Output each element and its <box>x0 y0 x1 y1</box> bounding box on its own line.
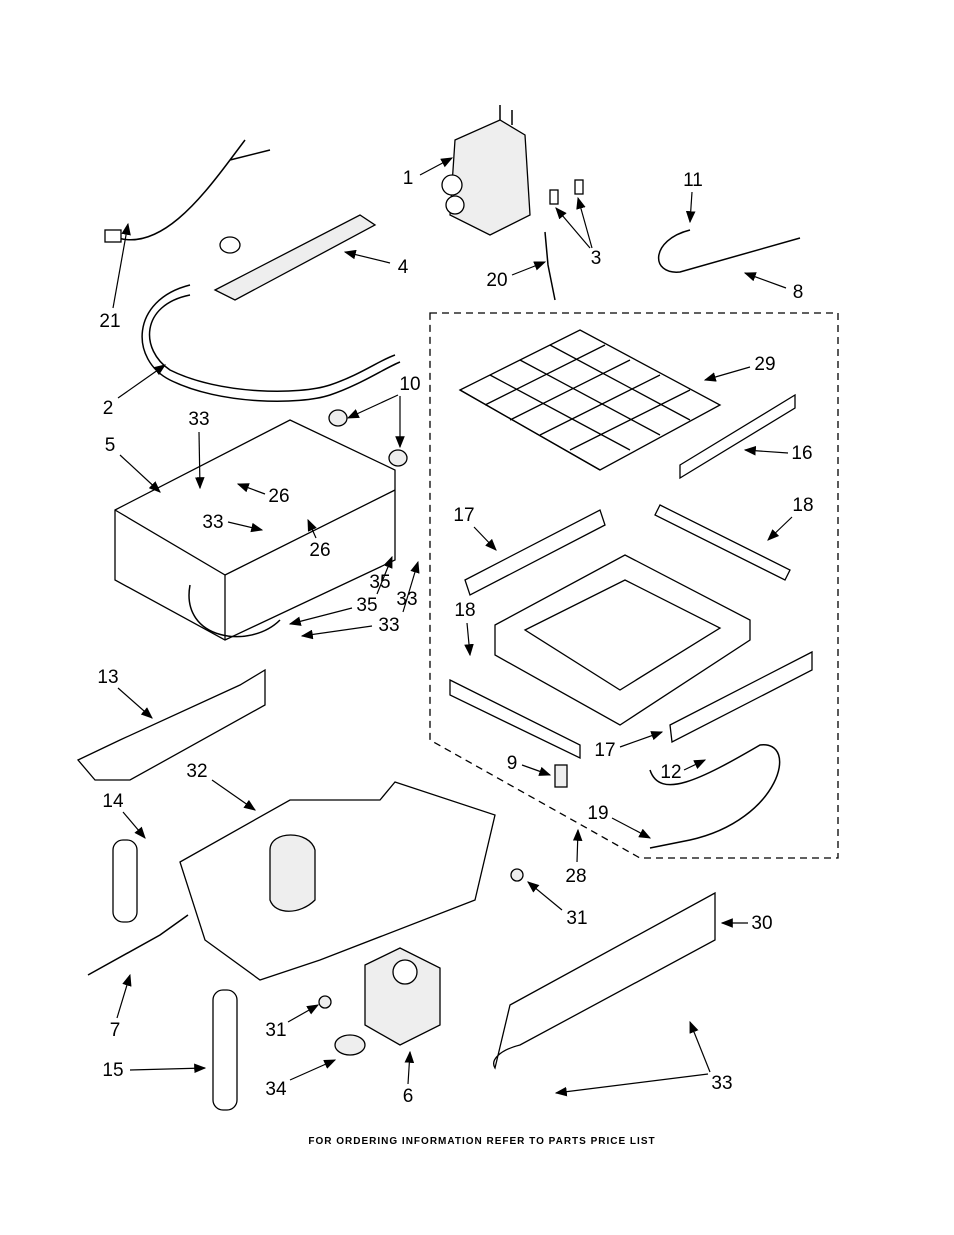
part-screw-31 <box>510 868 524 882</box>
part-rail-18-upper <box>654 504 791 581</box>
callout-9: 9 <box>507 753 518 774</box>
callout-2: 2 <box>103 398 114 419</box>
callout-14: 14 <box>102 791 124 812</box>
callout-32: 32 <box>186 761 207 782</box>
part-chute-13 <box>76 668 266 781</box>
callout-33: 33 <box>378 615 399 636</box>
callout-5: 5 <box>105 435 116 456</box>
part-thermistor-11-8 <box>657 229 801 273</box>
part-tube-20 <box>544 231 556 301</box>
part-duct-2 <box>148 294 396 392</box>
callout-33: 33 <box>202 512 223 533</box>
callout-26: 26 <box>309 540 330 561</box>
callout-31: 31 <box>265 1020 286 1041</box>
part-grommets-10 <box>328 409 408 467</box>
callout-18: 18 <box>454 600 475 621</box>
part-harness-21 <box>117 139 271 241</box>
callout-8: 8 <box>793 282 804 303</box>
part-rail-18-lower <box>449 678 581 760</box>
callout-11: 11 <box>683 170 703 191</box>
part-nut-34 <box>334 1034 366 1056</box>
callout-33: 33 <box>188 409 209 430</box>
callout-19: 19 <box>587 803 608 824</box>
callout-35: 35 <box>356 595 377 616</box>
part-housing-5 <box>114 419 396 641</box>
callout-29: 29 <box>754 354 775 375</box>
callout-7: 7 <box>110 1020 121 1041</box>
part-tray <box>494 554 751 726</box>
callout-20: 20 <box>486 270 507 291</box>
callout-10: 10 <box>399 374 420 395</box>
part-screw-31b <box>318 995 332 1009</box>
callout-34: 34 <box>265 1079 287 1100</box>
callout-4: 4 <box>398 257 409 278</box>
callout-31: 31 <box>566 908 587 929</box>
callout-30: 30 <box>751 913 772 934</box>
callout-28: 28 <box>565 866 586 887</box>
part-strip-16 <box>679 393 796 480</box>
callout-16: 16 <box>791 443 812 464</box>
part-harness-19 <box>649 744 781 849</box>
part-screws-3 <box>549 179 584 205</box>
part-motor-6 <box>364 947 441 1046</box>
callout-21: 21 <box>99 311 120 332</box>
part-bin-32 <box>179 781 496 981</box>
part-valve-1 <box>441 105 531 236</box>
callout-17: 17 <box>594 740 615 761</box>
part-duct-2-outline <box>141 284 401 402</box>
footer-note: FOR ORDERING INFORMATION REFER TO PARTS … <box>308 1136 655 1147</box>
part-connector-21 <box>104 229 122 243</box>
part-grid-29 <box>458 329 722 471</box>
part-heater-4 <box>213 214 377 301</box>
part-rail-17-lower <box>669 650 813 744</box>
callout-15: 15 <box>102 1060 123 1081</box>
callout-18: 18 <box>792 495 813 516</box>
callout-13: 13 <box>97 667 118 688</box>
part-tube-14 <box>112 839 138 923</box>
callout-1: 1 <box>403 168 414 189</box>
callout-6: 6 <box>403 1086 414 1107</box>
callout-26: 26 <box>268 486 289 507</box>
leader-lines <box>112 157 793 1097</box>
callout-33: 33 <box>396 589 417 610</box>
part-tube-15 <box>212 989 238 1111</box>
part-rail-17-upper <box>464 509 606 596</box>
callout-17: 17 <box>453 505 474 526</box>
part-panel-30 <box>493 891 716 1070</box>
assembly-boundary <box>429 312 839 859</box>
callout-33: 33 <box>711 1073 732 1094</box>
part-tube-7 <box>87 914 189 976</box>
callout-3: 3 <box>591 248 602 269</box>
callout-12: 12 <box>660 762 681 783</box>
part-clip-9 <box>554 764 568 788</box>
callout-35: 35 <box>369 572 390 593</box>
